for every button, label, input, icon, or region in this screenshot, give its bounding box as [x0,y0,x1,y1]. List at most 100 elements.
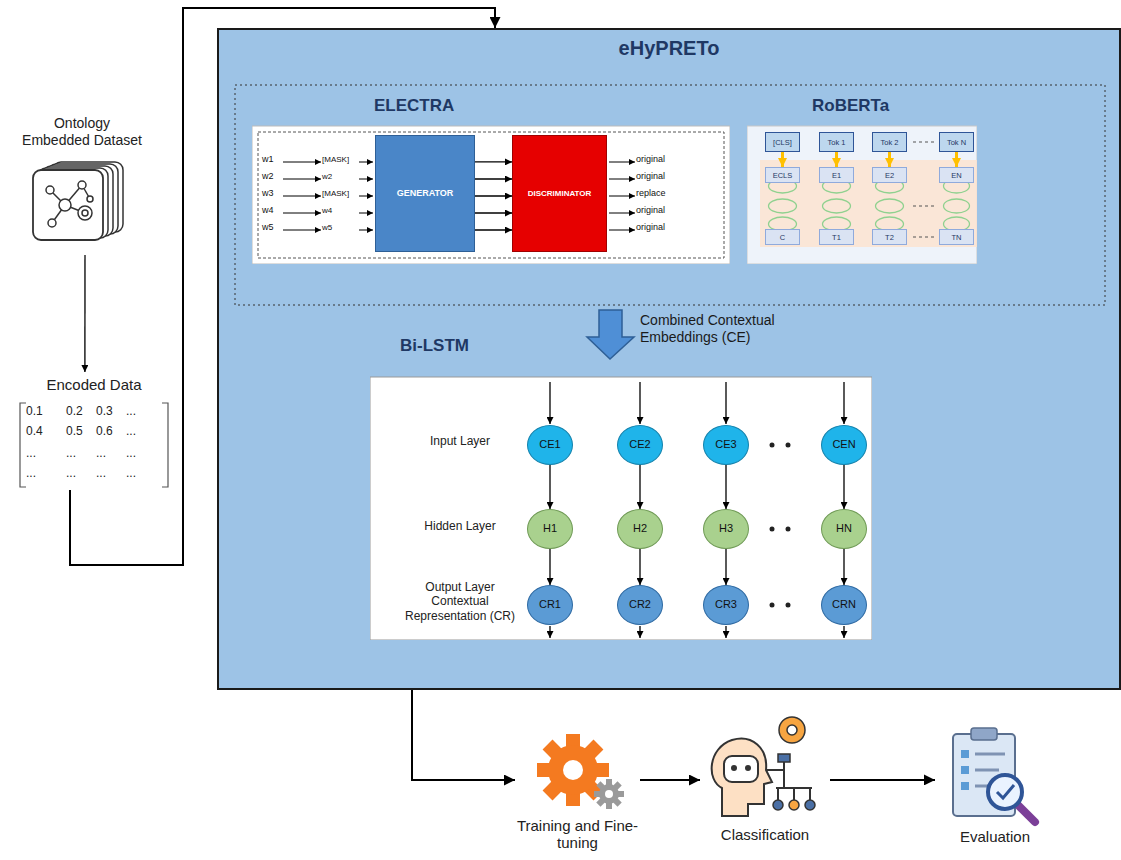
hidden-circle-text: HN [836,522,852,535]
output-box: C [765,229,800,245]
hidden-circle-text: H1 [543,522,557,535]
matrix-value: ... [96,446,126,460]
output-tag: replace [636,188,684,199]
matrix-value: ... [26,446,56,460]
hidden-circle: H2 [617,509,663,549]
classification-step-text: Classification [700,826,830,844]
hidden-circle-text: H2 [633,522,647,535]
model-panel-text: eHyPRETo [219,36,1119,60]
matrix-value: ... [26,466,56,480]
generator-box: GENERATOR [375,135,475,252]
input-circle-text: CE3 [715,438,736,451]
token-box-text: Tok 1 [828,138,846,147]
output-tag: original [636,205,684,216]
input-token: w1 [262,154,282,165]
output-box-text: TN [952,233,962,242]
masked-token: w5 [322,223,358,233]
matrix-value: ... [66,446,96,460]
hidden-circle: H1 [527,509,573,549]
output-tag: original [636,171,684,182]
output-box: T2 [872,229,907,245]
input-token: w4 [262,205,282,216]
evaluation-step-text: Evaluation [935,828,1055,846]
masked-token: [MASK] [322,155,358,165]
connector-arrow [412,690,515,780]
hidden-circle: HN [821,509,867,549]
embedding-box: EN [939,167,974,183]
classification-step: Classification [700,708,830,853]
output-box-text: T1 [832,233,841,242]
input-circle: CE3 [703,425,749,465]
input-circle-text: CE2 [629,438,650,451]
matrix-value: 0.5 [66,424,96,438]
dataset-icon: Ontology Embedded Dataset [20,115,145,255]
embedding-caption: Combined Contextual Embeddings (CE) [640,312,815,346]
layer-name: Hidden Layer [400,519,520,533]
encoded-matrix-text: Encoded Data [10,376,178,394]
embedding-box-text: E2 [885,171,894,180]
generator-box-text: GENERATOR [397,188,454,199]
input-circle: CE2 [617,425,663,465]
output-circle: CR3 [703,585,749,625]
connector-arrow [84,255,85,372]
matrix-value: ... [126,446,156,460]
embedding-box: ECLS [765,167,800,183]
embedding-box-text: ECLS [773,171,793,180]
token-box: Tok N [939,132,974,152]
embedding-box: E1 [819,167,854,183]
output-circle: CR2 [617,585,663,625]
evaluation-step: Evaluation [935,720,1055,855]
connector-arrow [640,779,700,781]
output-circle-text: CRN [832,598,856,611]
layer-name: Output Layer Contextual Representation (… [400,580,520,623]
matrix-value: ... [96,466,126,480]
embedding-box-text: E1 [832,171,841,180]
training-step-text: Training and Fine-tuning [515,818,640,852]
model-panel: eHyPRETo ELECTRA GENERATOR DISCRIMINATOR R… [217,28,1121,690]
discriminator-box-text: DISCRIMINATOR [528,189,592,199]
output-circle-text: CR2 [629,598,651,611]
input-circle: CE1 [527,425,573,465]
output-box: TN [939,229,974,245]
roberta-panel-text: RoBERTa [812,96,922,116]
matrix-value: ... [66,466,96,480]
connector-arrow [830,779,935,781]
output-box: T1 [819,229,854,245]
matrix-value: ... [126,466,156,480]
input-circle: CEN [821,425,867,465]
matrix-value: 0.1 [26,404,56,418]
token-box-text: [CLS] [773,138,792,147]
embedding-box-text: EN [951,171,961,180]
masked-token: w2 [322,172,358,182]
input-token: w3 [262,188,282,199]
token-box: Tok 2 [872,132,907,152]
input-circle-text: CE1 [539,438,560,451]
panel-art [219,30,1121,692]
output-tag: original [636,222,684,233]
discriminator-box: DISCRIMINATOR [512,135,607,252]
bilstm-panel-text: Bi-LSTM [400,336,510,356]
matrix-value: ... [126,404,156,418]
output-circle-text: CR3 [715,598,737,611]
embedding-box: E2 [872,167,907,183]
input-circle-text: CEN [832,438,855,451]
electra-panel-text: ELECTRA [374,96,484,116]
output-box-text: C [780,233,785,242]
output-circle-text: CR1 [539,598,561,611]
output-box-text: T2 [885,233,894,242]
training-step: Training and Fine-tuning [515,728,640,858]
token-box-text: Tok 2 [881,138,899,147]
masked-token: [MASK] [322,189,358,199]
input-token: w2 [262,171,282,182]
roberta-panel: RoBERTa [CLS] Tok 1 Tok 2 Tok N ECLS E1 E2 EN C T1… [747,94,977,264]
token-box: Tok 1 [819,132,854,152]
token-box-text: Tok N [947,138,966,147]
hidden-circle-text: H3 [719,522,733,535]
matrix-value: 0.4 [26,424,56,438]
token-box: [CLS] [765,132,800,152]
matrix-value: 0.3 [96,404,126,418]
hidden-circle: H3 [703,509,749,549]
matrix-value: 0.2 [66,404,96,418]
matrix-value: 0.6 [96,424,126,438]
output-circle: CR1 [527,585,573,625]
